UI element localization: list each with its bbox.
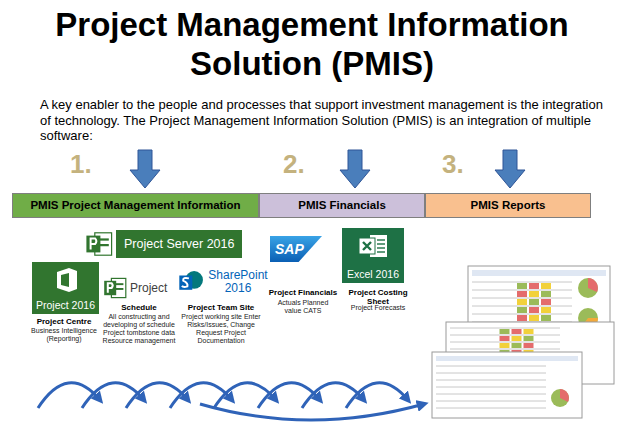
node-label: Project [130,282,167,295]
product-tile: Excel 2016 [342,228,404,283]
app-icon [103,276,127,300]
category-band: PMIS Project Management Information [12,193,259,218]
product-logo: Project [103,276,167,300]
node-label: SAP [275,242,304,257]
tool-note: Actuals Planned value CATS [276,299,330,315]
tool-note: Schedule [100,303,178,312]
report-arrow [200,404,424,420]
down-arrow [495,150,525,188]
vendor-logo: SAP [270,236,322,262]
step-number: 2. [283,150,323,180]
flow-curves [38,383,424,420]
down-arrow [340,150,370,188]
node-label: Excel 2016 [347,269,399,280]
node-label: PMIS Financials [298,199,386,211]
tool-note: Project Financials [268,288,338,297]
app-icon [51,266,81,294]
node-label: Project 2016 [36,300,95,311]
tool-note: Project Team Site [178,303,264,312]
step-number: 3. [442,150,482,180]
node-label: PMIS Project Management Information [30,199,240,211]
tool-note: Project Centre [26,317,102,326]
app-icon [356,232,390,260]
tool-note: All constructing and developing of sched… [100,313,178,345]
down-arrow [130,150,160,188]
category-band: PMIS Reports [425,193,591,218]
app-icon [85,230,113,258]
tool-note: Business Intelligence (Reporting) [26,327,102,343]
down-arrows [130,150,525,188]
product-logo: SharePoint 2016 [178,266,269,298]
tool-note: Project Forecasts [340,304,416,312]
product-tile: Project 2016 [32,262,99,314]
category-band: PMIS Financials [259,193,425,218]
node-label: SharePoint 2016 [207,269,269,294]
product-logo: Project Server 2016 [85,230,242,258]
title: Project Management Information Solution … [12,6,612,84]
node-label: PMIS Reports [471,199,546,211]
cycle-arrow [346,383,408,408]
intro-text: A key enabler to the people and processe… [40,97,610,144]
report-screenshots [432,266,614,418]
tool-note: Project Costing Sheet [340,288,416,306]
app-icon [178,269,204,295]
tool-note: Project working site Enter Risks/Issues,… [178,313,264,345]
node-label: Project Server 2016 [116,230,242,258]
step-number: 1. [70,150,110,180]
